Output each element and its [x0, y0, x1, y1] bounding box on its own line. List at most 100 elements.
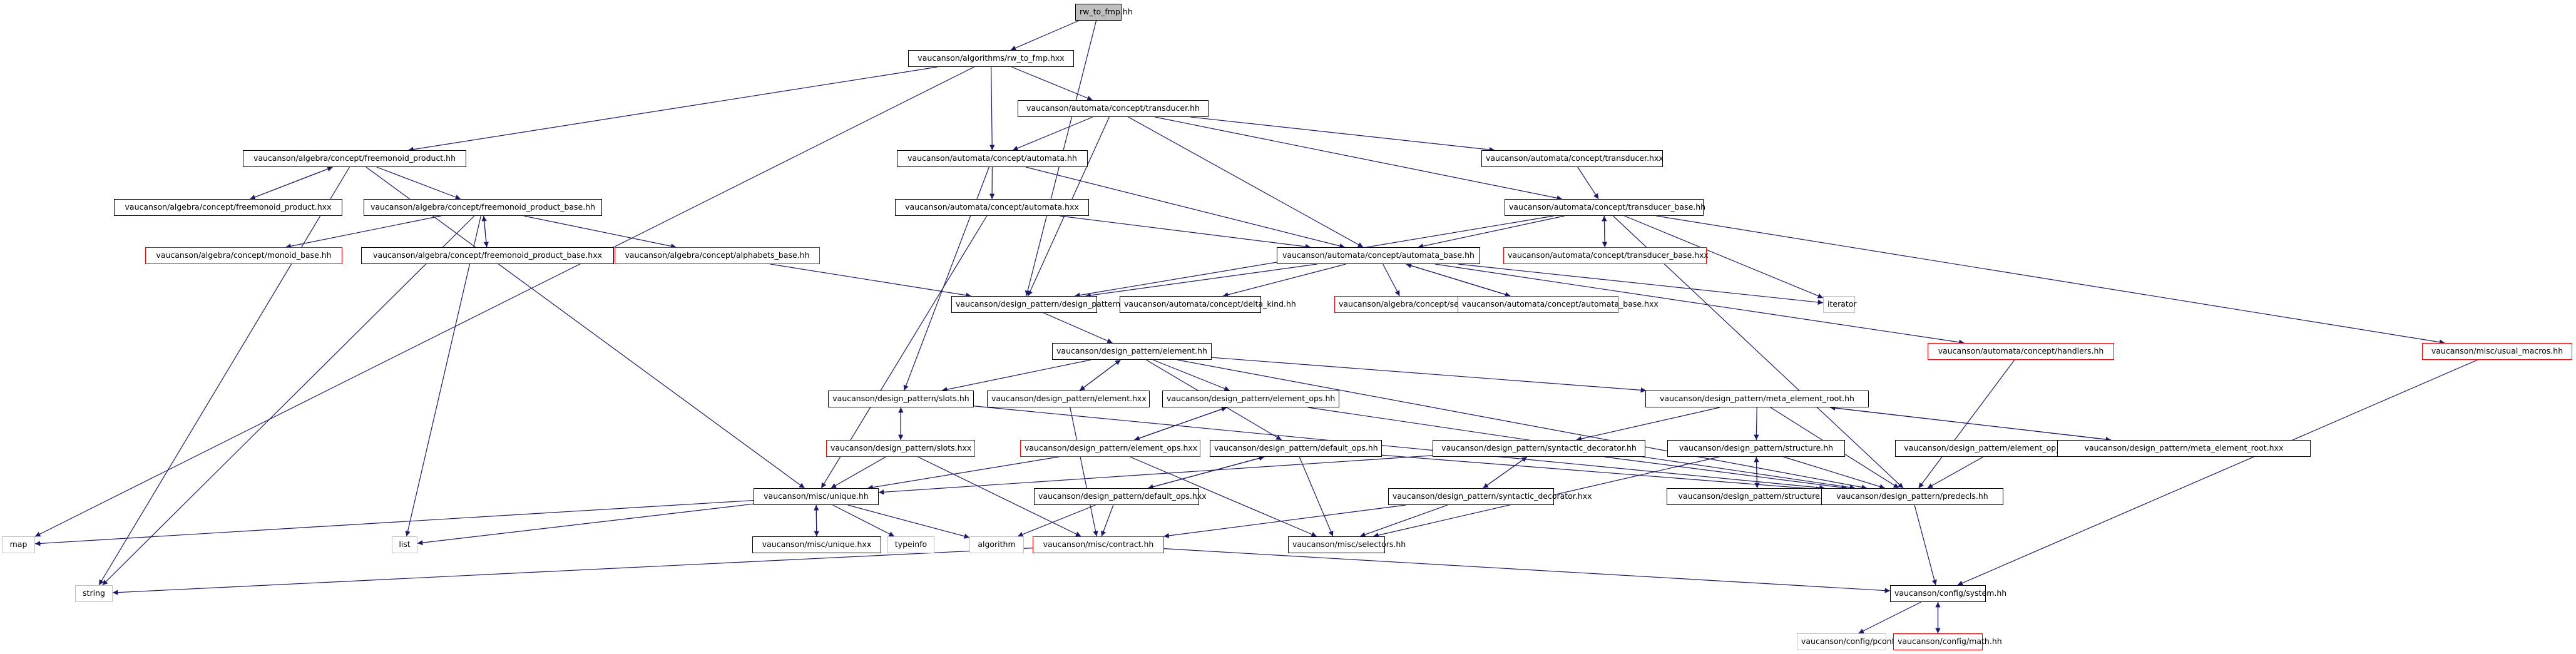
graph-node-map[interactable]: map	[2, 536, 35, 553]
graph-node-vaucanson-algebra-concept-series-base-hh[interactable]: vaucanson/algebra/concept/series_base.hh	[1334, 296, 1508, 313]
node-label: vaucanson/design_pattern/element.hxx	[991, 394, 1147, 403]
graph-node-vaucanson-misc-contract-hh[interactable]: vaucanson/misc/contract.hh	[1033, 536, 1164, 553]
node-label: vaucanson/design_pattern/meta_element_ro…	[1660, 394, 1854, 403]
graph-node-vaucanson-design-pattern-meta-element-root-hxx[interactable]: vaucanson/design_pattern/meta_element_ro…	[2057, 440, 2311, 457]
dependency-edge	[1085, 263, 1317, 299]
node-label: vaucanson/design_pattern/design_pattern.…	[956, 299, 1133, 309]
node-label: vaucanson/design_pattern/element.hh	[1056, 346, 1207, 355]
dependency-edge	[1624, 215, 1824, 299]
graph-node-vaucanson-automata-concept-automata-base-hh[interactable]: vaucanson/automata/concept/automata_base…	[1277, 247, 1480, 264]
graph-node-vaucanson-automata-concept-handlers-hh[interactable]: vaucanson/automata/concept/handlers.hh	[1928, 343, 2114, 360]
node-label: vaucanson/design_pattern/element_ops.hxx	[1025, 443, 1198, 452]
graph-node-list[interactable]: list	[392, 536, 417, 553]
dependency-edge	[376, 166, 461, 200]
node-label: vaucanson/config/pconf.hh	[1801, 636, 1906, 646]
graph-node-vaucanson-automata-concept-transducer-base-hxx[interactable]: vaucanson/automata/concept/transducer_ba…	[1503, 247, 1709, 264]
graph-node-vaucanson-algebra-concept-freemonoid-product-hxx[interactable]: vaucanson/algebra/concept/freemonoid_pro…	[114, 199, 342, 216]
graph-node-vaucanson-misc-unique-hh[interactable]: vaucanson/misc/unique.hh	[754, 488, 879, 505]
node-label: vaucanson/design_pattern/element_ops.hh	[1167, 394, 1336, 403]
graph-node-vaucanson-design-pattern-structure-hh[interactable]: vaucanson/design_pattern/structure.hh	[1667, 440, 1845, 457]
dependency-edge	[1381, 454, 1822, 492]
graph-node-vaucanson-automata-concept-delta-kind-hh[interactable]: vaucanson/automata/concept/delta_kind.hh	[1120, 296, 1296, 313]
graph-node-vaucanson-design-pattern-slots-hxx[interactable]: vaucanson/design_pattern/slots.hxx	[826, 440, 975, 457]
node-label: vaucanson/design_pattern/syntactic_decor…	[1393, 491, 1592, 501]
graph-node-vaucanson-config-system-hh[interactable]: vaucanson/config/system.hh	[1890, 585, 2006, 602]
graph-node-vaucanson-design-pattern-meta-element-root-hh[interactable]: vaucanson/design_pattern/meta_element_ro…	[1645, 391, 1869, 407]
graph-node-vaucanson-algebra-concept-freemonoid-product-hh[interactable]: vaucanson/algebra/concept/freemonoid_pro…	[243, 150, 466, 167]
node-label: algorithm	[978, 539, 1016, 549]
graph-node-vaucanson-config-math-hh[interactable]: vaucanson/config/math.hh	[1893, 633, 2002, 650]
graph-node-vaucanson-design-pattern-element-op-traits-hh[interactable]: vaucanson/design_pattern/element_op_trai…	[1895, 440, 2102, 457]
graph-node-vaucanson-automata-concept-automata-hh[interactable]: vaucanson/automata/concept/automata.hh	[897, 150, 1088, 167]
dependency-edge	[1299, 456, 1334, 537]
dependency-edge	[34, 499, 754, 546]
graph-node-vaucanson-automata-concept-automata-hxx[interactable]: vaucanson/automata/concept/automata.hxx	[895, 199, 1089, 216]
graph-node-vaucanson-design-pattern-element-ops-hxx[interactable]: vaucanson/design_pattern/element_ops.hxx	[1020, 440, 1200, 457]
graph-node-vaucanson-misc-selectors-hh[interactable]: vaucanson/misc/selectors.hh	[1288, 536, 1406, 553]
graph-node-vaucanson-automata-concept-transducer-base-hh[interactable]: vaucanson/automata/concept/transducer_ba…	[1505, 199, 1705, 216]
graph-node-vaucanson-misc-usual-macros-hh[interactable]: vaucanson/misc/usual_macros.hh	[2422, 343, 2572, 360]
dependency-edge	[917, 456, 1081, 537]
dependency-edge	[867, 456, 1059, 490]
dependency-edge	[989, 66, 995, 151]
dependency-edge	[1359, 504, 1448, 538]
dependency-edge	[1918, 359, 2015, 489]
graph-node-vaucanson-design-pattern-default-ops-hh[interactable]: vaucanson/design_pattern/default_ops.hh	[1210, 440, 1382, 457]
dependency-edge	[1754, 407, 1759, 441]
graph-node-vaucanson-algebra-concept-alphabets-base-hh[interactable]: vaucanson/algebra/concept/alphabets_base…	[615, 247, 820, 264]
dependency-edge	[832, 504, 895, 537]
graph-node-iterator[interactable]: iterator	[1823, 296, 1857, 313]
node-label: vaucanson/misc/unique.hh	[764, 491, 869, 501]
node-label: vaucanson/automata/concept/automata.hxx	[905, 202, 1079, 212]
graph-node-vaucanson-design-pattern-element-ops-hh[interactable]: vaucanson/design_pattern/element_ops.hh	[1162, 391, 1339, 407]
graph-node-string[interactable]: string	[75, 585, 113, 602]
graph-node-vaucanson-algebra-concept-freemonoid-product-base-hh[interactable]: vaucanson/algebra/concept/freemonoid_pro…	[364, 199, 602, 216]
dependency-edge	[1177, 359, 1868, 490]
node-label: vaucanson/algebra/concept/alphabets_base…	[625, 250, 810, 260]
dependency-edge	[770, 263, 971, 298]
graph-node-vaucanson-design-pattern-syntactic-decorator-hh[interactable]: vaucanson/design_pattern/syntactic_decor…	[1433, 440, 1645, 457]
graph-node-algorithm[interactable]: algorithm	[969, 536, 1024, 553]
graph-node-vaucanson-design-pattern-syntactic-decorator-hxx[interactable]: vaucanson/design_pattern/syntactic_decor…	[1388, 488, 1592, 505]
graph-node-vaucanson-algebra-concept-monoid-base-hh[interactable]: vaucanson/algebra/concept/monoid_base.hh	[145, 247, 342, 264]
node-label: iterator	[1827, 299, 1857, 309]
dependency-edge	[1153, 359, 1230, 391]
graph-node-vaucanson-design-pattern-structure-hxx[interactable]: vaucanson/design_pattern/structure.hxx	[1667, 488, 1848, 505]
graph-node-vaucanson-algorithms-rw-to-fmp-hxx[interactable]: vaucanson/algorithms/rw_to_fmp.hxx	[908, 50, 1074, 67]
graph-node-vaucanson-automata-concept-transducer-hxx[interactable]: vaucanson/automata/concept/transducer.hx…	[1481, 150, 1664, 167]
node-label: map	[9, 539, 28, 549]
graph-node-typeinfo[interactable]: typeinfo	[887, 536, 934, 553]
dependency-edge	[112, 548, 1033, 595]
dependency-edge	[417, 503, 754, 546]
graph-node-vaucanson-algebra-concept-freemonoid-product-base-hxx[interactable]: vaucanson/algebra/concept/freemonoid_pro…	[361, 247, 614, 264]
graph-node-vaucanson-automata-concept-automata-base-hxx[interactable]: vaucanson/automata/concept/automata_base…	[1458, 296, 1659, 313]
node-label: vaucanson/automata/concept/transducer_ba…	[1508, 250, 1709, 260]
graph-node-rw-to-fmp-hh[interactable]: rw_to_fmp.hh	[1075, 4, 1133, 21]
graph-node-vaucanson-automata-concept-transducer-hh[interactable]: vaucanson/automata/concept/transducer.hh	[1018, 100, 1209, 117]
graph-node-vaucanson-design-pattern-design-pattern-hh[interactable]: vaucanson/design_pattern/design_pattern.…	[951, 296, 1133, 313]
dependency-edge	[1406, 263, 1511, 297]
dependency-edge	[1434, 263, 1965, 345]
node-label: vaucanson/automata/concept/automata_base…	[1282, 250, 1475, 260]
dependency-edge	[1858, 601, 1921, 634]
graph-node-vaucanson-design-pattern-predecls-hh[interactable]: vaucanson/design_pattern/predecls.hh	[1821, 488, 2003, 505]
node-label: vaucanson/algorithms/rw_to_fmp.hxx	[917, 53, 1065, 63]
dependency-edge	[365, 166, 805, 489]
dependency-edge	[847, 504, 970, 539]
graph-node-vaucanson-design-pattern-slots-hh[interactable]: vaucanson/design_pattern/slots.hh	[828, 391, 974, 407]
graph-node-vaucanson-design-pattern-default-ops-hxx[interactable]: vaucanson/design_pattern/default_ops.hxx	[1034, 488, 1207, 505]
node-label: vaucanson/automata/concept/automata.hh	[907, 153, 1077, 163]
node-label: vaucanson/algebra/concept/freemonoid_pro…	[373, 250, 602, 260]
graph-node-vaucanson-misc-unique-hxx[interactable]: vaucanson/misc/unique.hxx	[752, 536, 881, 553]
dependency-edge	[285, 215, 441, 249]
node-label: vaucanson/design_pattern/syntactic_decor…	[1441, 443, 1637, 452]
dependency-edge	[1134, 406, 1227, 441]
graph-node-vaucanson-design-pattern-element-hxx[interactable]: vaucanson/design_pattern/element.hxx	[987, 391, 1150, 407]
node-label: rw_to_fmp.hh	[1080, 7, 1133, 16]
node-label: vaucanson/design_pattern/default_ops.hh	[1214, 443, 1378, 452]
graph-node-vaucanson-design-pattern-element-hh[interactable]: vaucanson/design_pattern/element.hh	[1052, 343, 1212, 360]
node-label: vaucanson/automata/concept/automata_base…	[1462, 299, 1659, 309]
graph-node-vaucanson-config-pconf-hh[interactable]: vaucanson/config/pconf.hh	[1797, 633, 1906, 650]
dependency-edge	[1101, 504, 1114, 537]
